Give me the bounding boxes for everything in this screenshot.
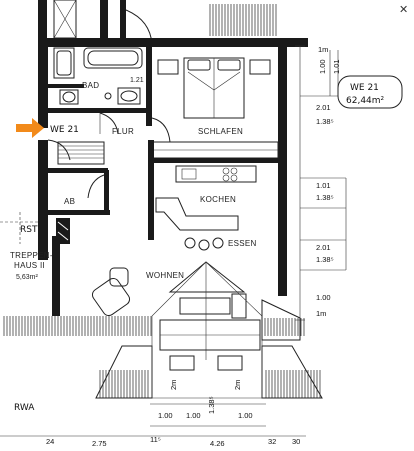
dim-right-5: 1.38⁵ xyxy=(316,117,334,126)
dim-bottom-2: 1.00 xyxy=(186,411,201,420)
dim-right-3: 1.01 xyxy=(332,59,341,74)
rwa-label: RWA xyxy=(14,403,35,413)
dim-right-4: 2.01 xyxy=(316,103,331,112)
unit-tag-name: WE 21 xyxy=(350,83,379,93)
dim-right-2: 1.00 xyxy=(318,59,327,74)
room-label-bad: BAD xyxy=(82,81,99,90)
stairwell-label-2: HAUS II xyxy=(14,261,45,270)
room-label-wohnen: WOHNEN xyxy=(146,271,184,280)
kitchen: KOCHEN ESSEN xyxy=(155,165,257,251)
dim-right-9: 1.38⁵ xyxy=(316,255,334,264)
dim-right-1: 1m xyxy=(318,45,328,54)
room-label-essen: ESSEN xyxy=(228,239,257,248)
bathroom: BAD 1.21 xyxy=(48,46,152,135)
dim-bottom-6: 2m xyxy=(233,380,242,390)
dim-right-6: 1.01 xyxy=(316,181,331,190)
room-label-flur: FLUR xyxy=(112,127,134,136)
unit-label-entry: WE 21 xyxy=(50,125,79,135)
dim-right-7: 1.38⁵ xyxy=(316,193,334,202)
room-label-ab: AB xyxy=(64,197,75,206)
bedroom: SCHLAFEN xyxy=(151,57,279,163)
dim-row-4: 4.26 xyxy=(210,439,225,448)
outer-walls xyxy=(38,38,308,316)
roof-hatching xyxy=(3,4,323,399)
room-label-schlafen: SCHLAFEN xyxy=(198,127,243,136)
stairwell-area: 5,63m² xyxy=(16,274,38,281)
close-icon[interactable]: ✕ xyxy=(399,3,408,16)
dim-right-11: 1m xyxy=(316,309,326,318)
dim-row-1: 24 xyxy=(46,437,54,446)
stairwell: RST TREPPEN- HAUS II 5,63m² xyxy=(0,212,53,281)
dim-row-2: 2.75 xyxy=(92,439,107,448)
bottom-dimensions: 1.00 1.00 1.38⁵ 1.00 2m 2m xyxy=(150,380,266,427)
bottom-row-dimensions: 24 2.75 11⁵ 4.26 32 30 xyxy=(0,435,306,448)
living-room: WOHNEN xyxy=(91,261,261,371)
dim-row-5: 32 xyxy=(268,437,276,446)
dim-right-10: 1.00 xyxy=(316,293,331,302)
unit-tag-area: 62,44m² xyxy=(346,96,385,106)
entrance-arrow-icon xyxy=(16,118,44,138)
storage-room: AB xyxy=(48,170,110,244)
dim-bottom-1: 1.00 xyxy=(158,411,173,420)
right-dimensions: 1m 1.00 1.01 2.01 1.38⁵ 1.01 1.38⁵ 2.01 … xyxy=(295,45,347,321)
top-shaft xyxy=(38,0,153,45)
entry: WE 21 xyxy=(16,118,79,161)
dim-row-3: 11⁵ xyxy=(150,435,161,444)
dim-row-6: 30 xyxy=(292,437,300,446)
dim-bad-width: 1.21 xyxy=(130,77,144,84)
rst-label: RST xyxy=(20,225,38,235)
unit-area-tag: WE 21 62,44m² xyxy=(337,75,403,109)
room-label-kochen: KOCHEN xyxy=(200,195,236,204)
dim-right-8: 2.01 xyxy=(316,243,331,252)
hallway: FLUR xyxy=(48,127,154,240)
dim-bottom-3: 1.38⁵ xyxy=(207,396,216,414)
dim-bottom-4: 1.00 xyxy=(238,411,253,420)
dim-bottom-5: 2m xyxy=(169,380,178,390)
stairwell-label-1: TREPPEN- xyxy=(10,251,53,260)
